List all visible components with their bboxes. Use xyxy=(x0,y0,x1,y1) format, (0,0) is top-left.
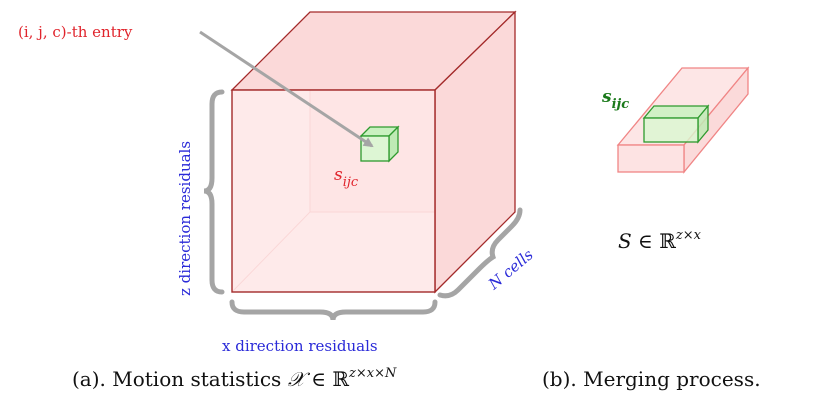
caption-a: (a). Motion statistics 𝒳 ∈ ℝz×x×N xyxy=(72,366,397,391)
matrix-formula: S ∈ ℝz×x xyxy=(618,228,702,253)
motion-statistics-cube xyxy=(230,10,517,294)
bar-front-face xyxy=(617,144,685,173)
n-cells-brace xyxy=(437,207,523,299)
z-direction-brace xyxy=(203,89,225,295)
x-direction-brace xyxy=(229,299,438,321)
cube-front-face xyxy=(231,89,436,293)
entry-pointer-arrow xyxy=(199,30,374,148)
merged-cell-front xyxy=(643,117,699,143)
merged-cell-top xyxy=(642,105,710,119)
cell-subscript-right: ijc xyxy=(612,97,630,112)
entry-cell-cube xyxy=(359,125,400,163)
x-axis-label: x direction residuals xyxy=(222,337,378,355)
cell-label-right: sijc xyxy=(601,87,629,112)
cell-subscript-left: ijc xyxy=(343,175,359,190)
merged-cell-highlight xyxy=(642,104,710,144)
z-axis-label: z direction residuals xyxy=(176,141,194,296)
caption-b: (b). Merging process. xyxy=(542,367,761,391)
cell-label-left: sijc xyxy=(334,165,359,190)
entry-label: (i, j, c)-th entry xyxy=(18,23,133,41)
